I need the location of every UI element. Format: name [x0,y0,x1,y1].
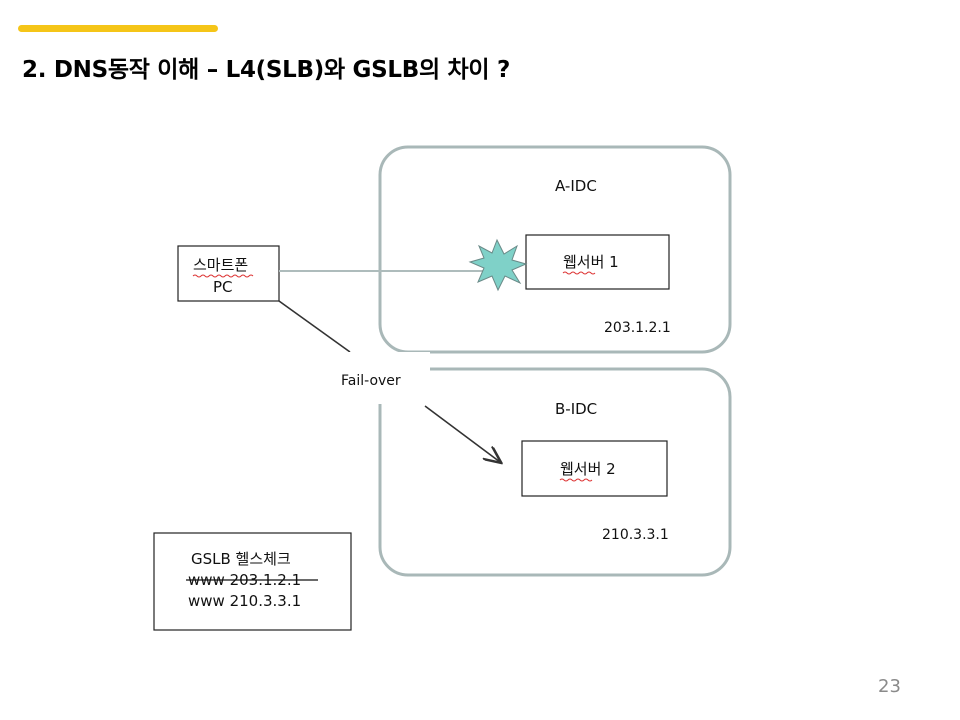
failover-label: Fail-over [341,373,401,389]
slide-title: 2. DNS동작 이해 – L4(SLB)와 GSLB의 차이 ? [22,57,510,83]
idc-b-label: B-IDC [555,400,597,418]
web-server-2-box [521,440,668,497]
client-to-failover-line [278,300,351,353]
health-check-title: GSLB 헬스체크 [191,550,291,568]
idc-b-ip: 210.3.3.1 [602,527,669,543]
web-server-1-label: 웹서버 1 [563,253,619,271]
health-check-entry-2: www 210.3.3.1 [188,592,301,610]
client-box [177,245,280,302]
client-spellcheck-underline [192,274,254,278]
web-server-2-label: 웹서버 2 [560,460,616,478]
web-server-1-box [525,234,670,290]
client-label-line1: 스마트폰 [193,256,248,274]
idc-a-ip: 203.1.2.1 [604,320,671,336]
web-server-1-spellcheck-underline [562,271,596,275]
failover-arrow [424,405,500,462]
client-label-line2: PC [213,278,233,296]
page-number: 23 [878,676,901,697]
failure-burst-icon [468,238,528,292]
failover-label-bg [334,352,430,404]
health-check-box [153,532,352,631]
web-server-2-spellcheck-underline [559,478,593,482]
accent-bar [18,25,218,32]
idc-a-label: A-IDC [555,177,597,195]
